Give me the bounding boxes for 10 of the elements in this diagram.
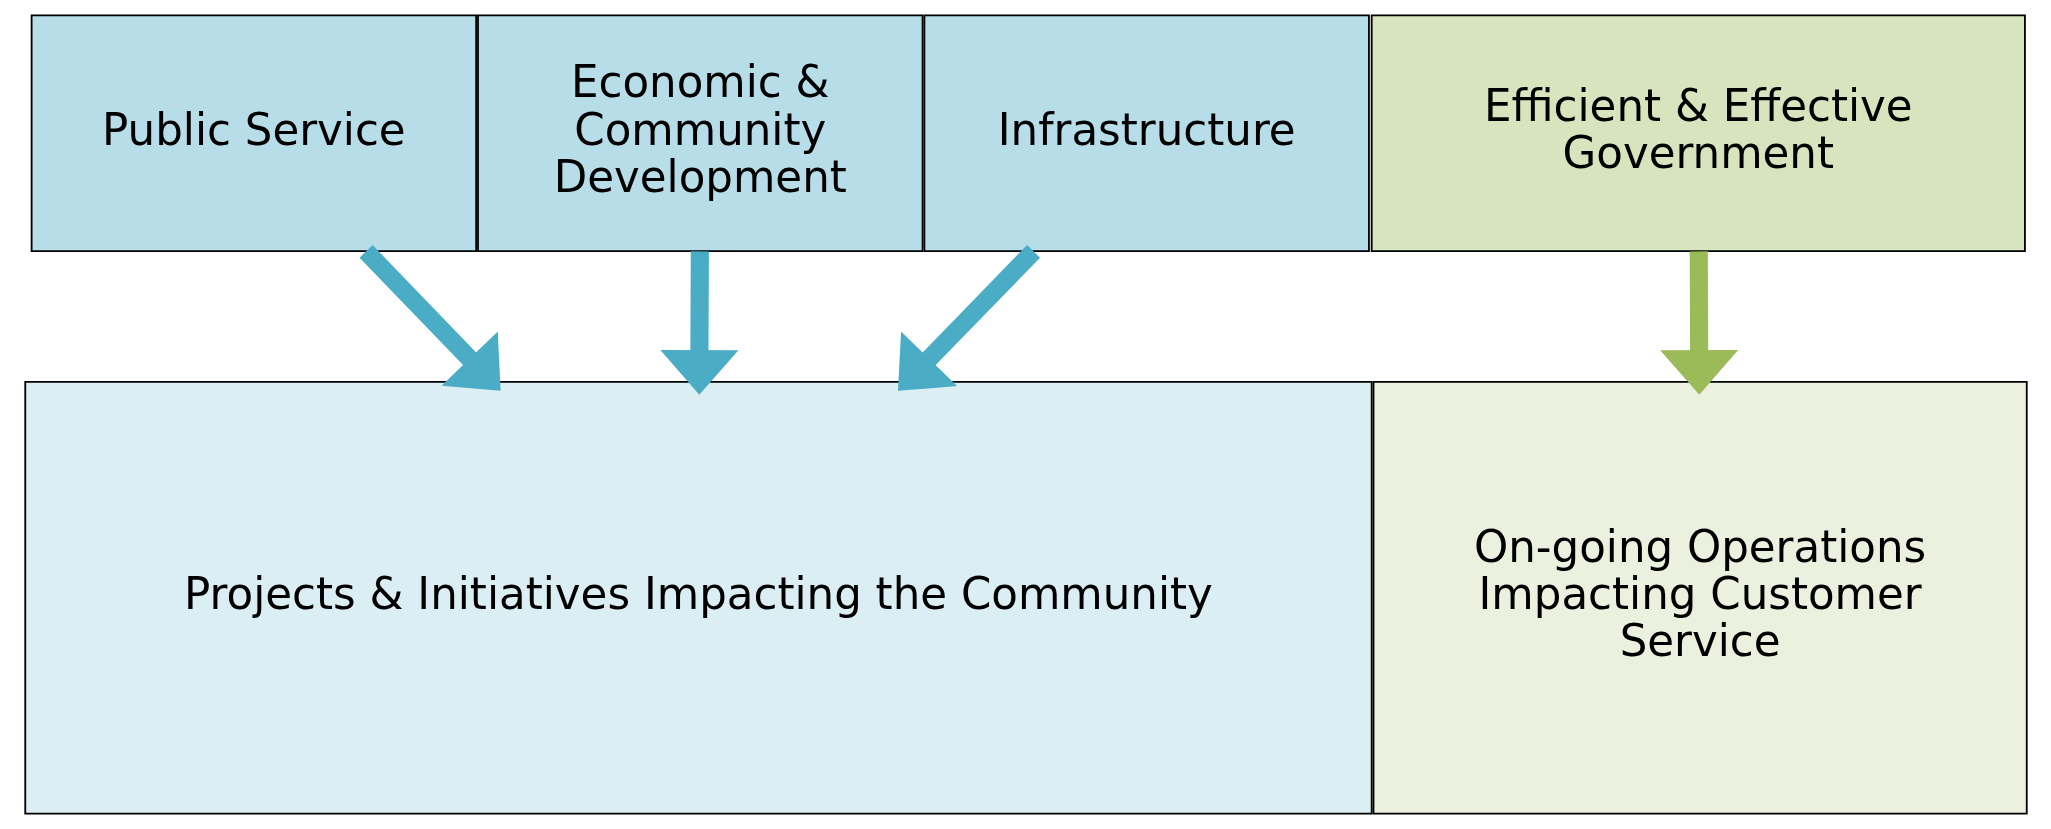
arrow <box>659 251 738 395</box>
node-box: Projects & Initiatives Impacting the Community <box>23 380 1373 815</box>
node-box: Public Service <box>30 14 477 253</box>
node-box: Infrastructure <box>922 14 1370 253</box>
arrow <box>359 245 501 391</box>
node-box: On-going Operations Impacting Customer Service <box>1372 380 2028 815</box>
arrow <box>1659 251 1738 395</box>
arrow <box>897 245 1040 391</box>
node-box: Efficient & Effective Government <box>1370 14 2026 253</box>
node-box: Economic & Community Development <box>476 14 923 253</box>
